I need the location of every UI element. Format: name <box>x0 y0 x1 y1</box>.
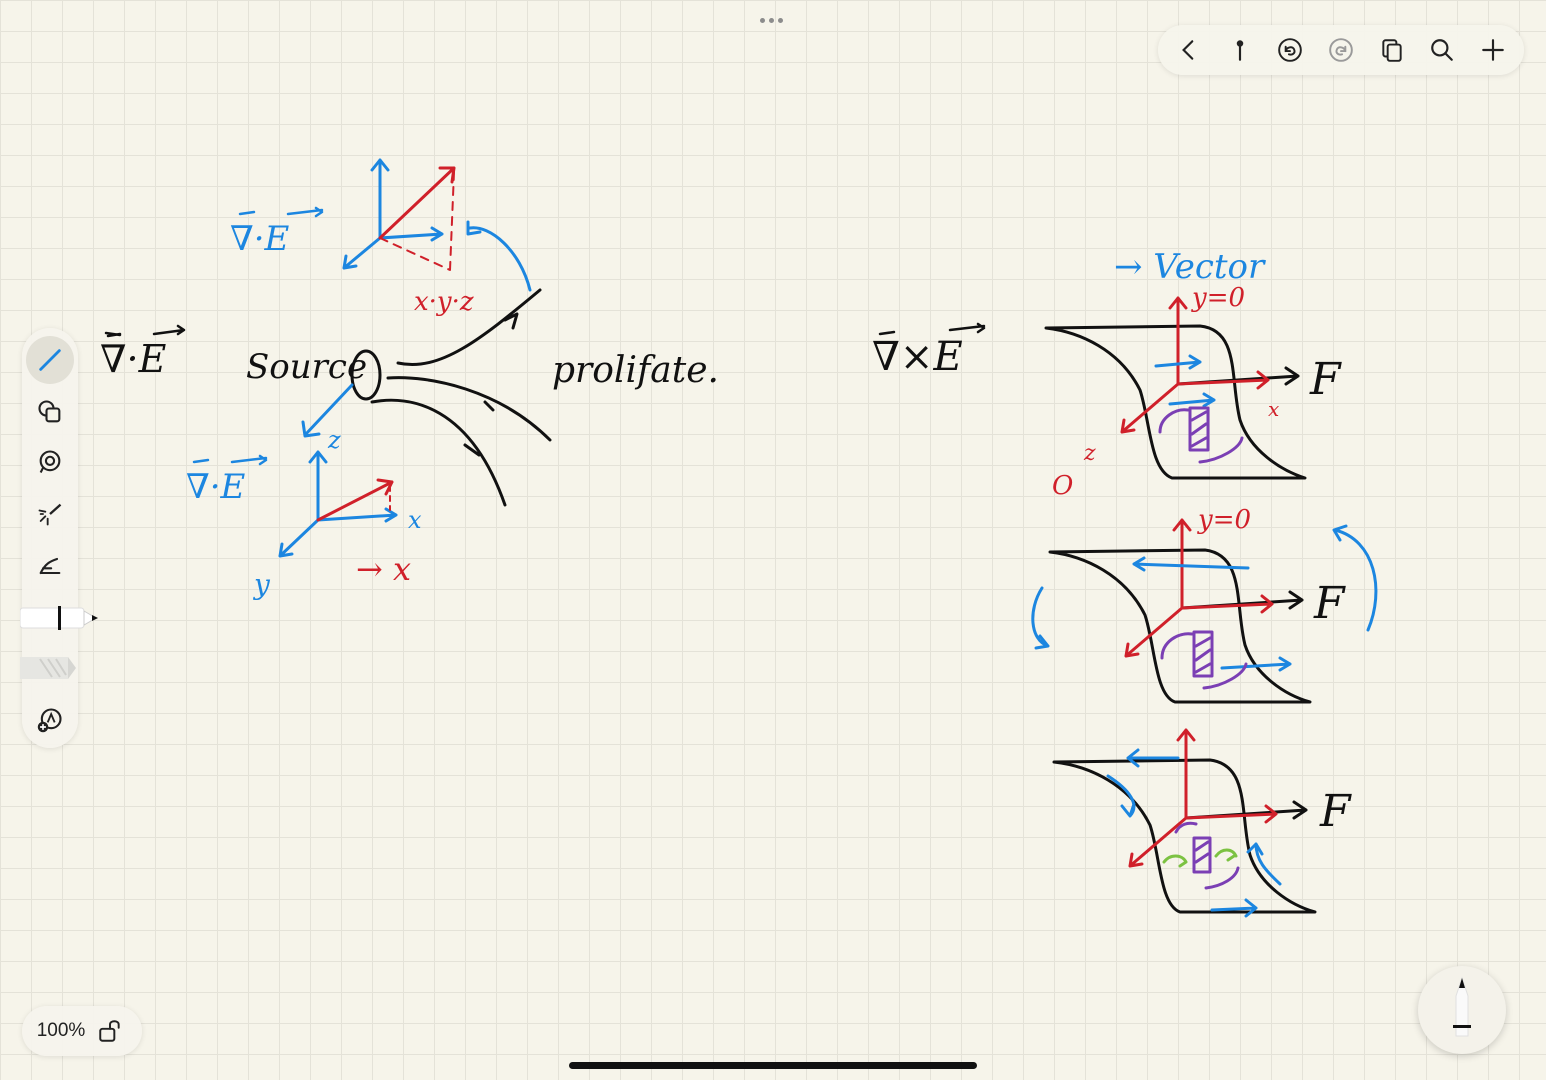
proliferate-label: prolifate. <box>552 350 719 391</box>
blue-curved-arrow-top <box>466 220 532 292</box>
apple-pencil-button[interactable] <box>1418 966 1506 1054</box>
pages-button[interactable] <box>1372 30 1412 70</box>
top-toolbar <box>1158 25 1524 75</box>
pen-black-swatch[interactable] <box>19 603 100 633</box>
f-label-3: F <box>1319 786 1352 837</box>
axis-y-label: y <box>252 568 271 601</box>
search-icon <box>1431 39 1453 61</box>
source-ellipse <box>350 349 382 401</box>
curl-diagram-2 <box>1031 518 1378 704</box>
pen-highlighter-swatch[interactable] <box>20 653 100 683</box>
pen-icon <box>39 349 61 371</box>
y-eq-0-label-a: y=0 <box>1191 283 1245 313</box>
vector-arrows-curl <box>878 322 986 336</box>
f-label-2: F <box>1313 578 1346 629</box>
hand-tool[interactable] <box>26 542 74 590</box>
plus-icon <box>1481 39 1504 61</box>
laser-tool[interactable] <box>26 490 74 538</box>
lasso-tool[interactable] <box>26 438 74 486</box>
axis-z-label: z <box>327 426 341 454</box>
small-x-label: x <box>1268 397 1279 421</box>
redo-button[interactable] <box>1321 30 1361 70</box>
source-label: Source <box>246 347 367 387</box>
bottom-axes <box>278 450 398 558</box>
f-label-1: F <box>1309 354 1342 405</box>
field-lines <box>370 288 552 507</box>
undo-button[interactable] <box>1270 30 1310 70</box>
zoom-control: 100% <box>22 1006 142 1056</box>
div-e-top-label: ∇·E <box>230 219 290 259</box>
shapes-tool[interactable] <box>26 388 74 436</box>
div-e-main-label: ∇·E <box>100 337 167 381</box>
lasso-icon <box>39 450 61 473</box>
hand-icon <box>39 557 61 575</box>
highlighter-swatch-icon <box>20 657 76 679</box>
home-indicator[interactable] <box>569 1062 977 1069</box>
undo-icon <box>1278 38 1303 62</box>
blue-diag-arrow <box>301 383 354 438</box>
pages-icon <box>1381 39 1402 62</box>
lock-button[interactable] <box>92 1013 128 1049</box>
pen-swatch-icon <box>19 606 98 630</box>
curl-diagram-1 <box>1044 296 1307 480</box>
pen-tool[interactable] <box>26 336 74 384</box>
vector-arrows-blue-bottom <box>192 454 268 466</box>
search-button[interactable] <box>1422 30 1462 70</box>
top-red-dashes <box>379 171 455 271</box>
vector-label: → Vector <box>1114 247 1266 287</box>
curl-e-label: ∇×E <box>872 334 963 380</box>
top-axes <box>342 158 444 270</box>
unlock-icon <box>99 1020 120 1042</box>
vector-arrows-blue-top <box>238 206 324 218</box>
pencil-icon <box>1453 976 1471 1037</box>
curl-diagram-3 <box>1052 728 1317 918</box>
bottom-red-vector <box>316 478 394 522</box>
pin-button[interactable] <box>1220 30 1260 70</box>
chevron-left-icon <box>1182 40 1194 60</box>
origin-label: O <box>1052 471 1073 501</box>
add-tool-button[interactable] <box>26 696 74 744</box>
window-handle[interactable] <box>758 10 788 23</box>
axis-x-label: x <box>408 506 422 534</box>
add-button[interactable] <box>1473 30 1513 70</box>
tool-rail <box>19 328 98 748</box>
shapes-icon <box>38 400 61 423</box>
arrow-x-label: → x <box>356 550 411 588</box>
xyz-label: x·y·z <box>414 287 474 317</box>
zoom-level[interactable]: 100% <box>36 1020 86 1041</box>
add-tool-icon <box>37 708 62 733</box>
back-button[interactable] <box>1169 30 1209 70</box>
y-eq-0-label-b: y=0 <box>1197 505 1251 535</box>
top-red-vector <box>378 166 456 240</box>
laser-pointer-icon <box>38 503 62 526</box>
pin-icon <box>1236 40 1244 61</box>
redo-icon <box>1329 38 1353 62</box>
div-e-bottom-label: ∇·E <box>186 467 246 507</box>
small-z-label: z <box>1083 441 1096 466</box>
vector-arrows-black <box>104 324 186 338</box>
